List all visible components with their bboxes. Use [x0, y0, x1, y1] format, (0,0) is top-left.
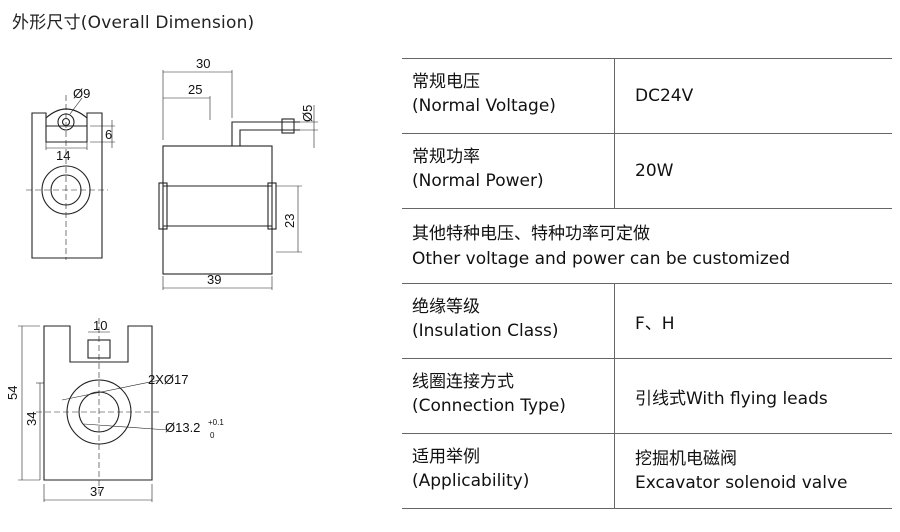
label-cn: 线圈连接方式 — [412, 372, 514, 392]
spec-row-custom: 其他特种电压、特种功率可定做 Other voltage and power c… — [402, 208, 892, 283]
value-en: Excavator solenoid valve — [635, 473, 848, 493]
spec-label-connection: 线圈连接方式 (Connection Type) — [402, 359, 615, 433]
custom-cn: 其他特种电压、特种功率可定做 — [412, 224, 650, 244]
dim-30: 30 — [196, 56, 210, 71]
label-en: (Normal Voltage) — [412, 96, 556, 116]
front-view-drawing — [26, 95, 115, 260]
dim-10: 10 — [93, 318, 107, 333]
dim-phi13-2: Ø13.2 — [165, 420, 200, 435]
spec-value-connection: 引线式With flying leads — [635, 388, 828, 409]
dim-phi9: Ø9 — [73, 86, 90, 101]
spec-row-insulation: 绝缘等级 (Insulation Class) F、H — [402, 283, 892, 358]
dim-14: 14 — [56, 148, 70, 163]
dim-23: 23 — [282, 214, 297, 228]
label-cn: 常规电压 — [412, 72, 480, 92]
dim-phi5: Ø5 — [300, 105, 315, 122]
spec-value-insulation: F、H — [635, 313, 675, 334]
spec-table: 常规电压 (Normal Voltage) DC24V 常规功率 (Normal… — [402, 58, 892, 509]
custom-en: Other voltage and power can be customize… — [412, 249, 791, 269]
dim-39: 39 — [207, 272, 221, 287]
spec-label-power: 常规功率 (Normal Power) — [402, 134, 615, 208]
spec-value-applicability: 挖掘机电磁阀 Excavator solenoid valve — [615, 434, 892, 508]
page-title: 外形尺寸(Overall Dimension) — [12, 13, 255, 33]
dim-54: 54 — [5, 386, 20, 400]
spec-label-voltage: 常规电压 (Normal Voltage) — [402, 59, 615, 133]
spec-value-voltage: DC24V — [635, 86, 694, 106]
label-en: (Insulation Class) — [412, 321, 559, 341]
dim-34: 34 — [24, 412, 39, 426]
label-en: (Normal Power) — [412, 171, 544, 191]
dim-tolerance-zero: 0 — [210, 431, 215, 440]
label-cn: 常规功率 — [412, 147, 480, 167]
dim-37: 37 — [90, 484, 104, 499]
spec-row-connection: 线圈连接方式 (Connection Type) 引线式With flying … — [402, 358, 892, 433]
spec-custom-note: 其他特种电压、特种功率可定做 Other voltage and power c… — [402, 209, 892, 272]
label-en: (Applicability) — [412, 471, 530, 491]
dim-25: 25 — [188, 82, 202, 97]
bottom-view-drawing — [18, 318, 169, 502]
spec-row-applicability: 适用举例 (Applicability) 挖掘机电磁阀 Excavator so… — [402, 433, 892, 509]
dim-2x-phi17: 2XØ17 — [148, 372, 188, 387]
spec-label-applicability: 适用举例 (Applicability) — [402, 434, 615, 508]
value-cn: 挖掘机电磁阀 — [635, 449, 737, 469]
spec-row-voltage: 常规电压 (Normal Voltage) DC24V — [402, 58, 892, 133]
spec-row-power: 常规功率 (Normal Power) 20W — [402, 133, 892, 208]
label-en: (Connection Type) — [412, 396, 566, 416]
dim-tolerance-plus: +0.1 — [208, 418, 224, 427]
label-cn: 适用举例 — [412, 447, 480, 467]
side-view-drawing — [158, 70, 318, 290]
spec-label-insulation: 绝缘等级 (Insulation Class) — [402, 284, 615, 358]
dimension-drawings: Ø9 6 14 — [0, 0, 400, 532]
spec-value-power: 20W — [635, 161, 674, 181]
dim-6: 6 — [105, 127, 112, 142]
label-cn: 绝缘等级 — [412, 297, 480, 317]
